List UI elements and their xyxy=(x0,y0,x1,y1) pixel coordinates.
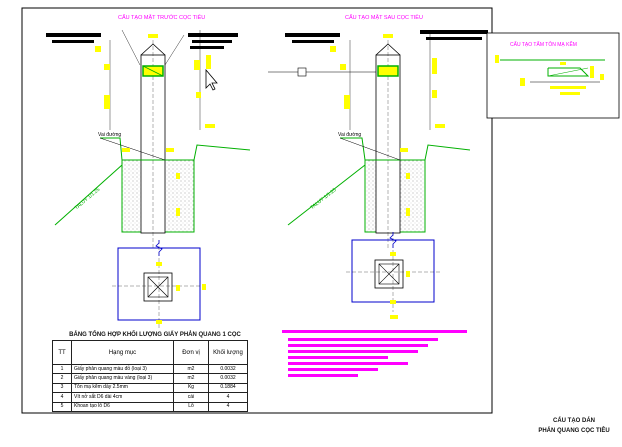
row-item: Giấy phản quang màu vàng (loại 3) xyxy=(71,373,174,384)
row-item: Giấy phản quang màu đỏ (loại 3) xyxy=(71,363,174,375)
table-row: 4 Vít nở sắt D6 dài 4cm cái 4 xyxy=(52,392,248,403)
left-view-title: CẤU TẠO MẶT TRƯỚC CỌC TIÊU xyxy=(118,15,206,21)
left-plan-view xyxy=(112,240,206,330)
left-vai-duong-label: Vai đường xyxy=(98,132,122,138)
table-row: 3 Tôn mạ kẽm dày 2.5mm Kg 0.1884 xyxy=(52,382,248,394)
right-reflector xyxy=(377,65,399,77)
right-view xyxy=(268,30,488,250)
header-tt: TT xyxy=(52,340,72,365)
left-slope-line xyxy=(54,164,123,226)
mouse-cursor-icon xyxy=(205,68,218,91)
row-item: Khoan tạo lỗ D6 xyxy=(71,401,174,413)
row-item: Tôn mạ kẽm dày 2.5mm xyxy=(71,382,174,394)
right-slope-line xyxy=(287,164,366,226)
sheet-border xyxy=(21,7,493,414)
row-qty: 0.0032 xyxy=(208,363,248,375)
header-unit: Đơn vị xyxy=(173,340,209,365)
title-block: CẤU TẠO DÁN PHẢN QUANG CỌC TIÊU xyxy=(530,417,618,436)
table-header-row: TT Hạng mục Đơn vị Khối lượng xyxy=(52,340,248,365)
row-tt: 5 xyxy=(52,401,72,413)
notes-block xyxy=(282,330,467,377)
row-unit: Lỗ xyxy=(173,401,209,413)
title-block-line1: CẤU TẠO DÁN xyxy=(553,418,595,424)
row-item: Vít nở sắt D6 dài 4cm xyxy=(71,392,174,403)
row-unit: Kg xyxy=(173,382,209,394)
row-unit: cái xyxy=(173,392,209,403)
row-tt: 4 xyxy=(52,392,72,403)
row-tt: 3 xyxy=(52,382,72,394)
row-qty: 4 xyxy=(208,392,248,403)
row-qty: 0.1884 xyxy=(208,382,248,394)
row-tt: 1 xyxy=(52,363,72,375)
header-qty: Khối lượng xyxy=(208,340,248,365)
right-view-title: CẤU TẠO MẶT SAU CỌC TIÊU xyxy=(345,15,423,21)
table-row: 2 Giấy phản quang màu vàng (loại 3) m2 0… xyxy=(52,373,248,384)
table-title: BẢNG TỔNG HỢP KHỐI LƯỢNG GIẤY PHẢN QUANG… xyxy=(69,332,241,338)
row-qty: 0.0032 xyxy=(208,373,248,384)
row-tt: 2 xyxy=(52,373,72,384)
right-vai-duong-label: Vai đường xyxy=(338,132,362,138)
left-view xyxy=(46,29,251,250)
row-unit: m2 xyxy=(173,363,209,375)
right-plan-view xyxy=(346,232,440,319)
break-symbol-icon xyxy=(155,240,163,256)
row-qty: 4 xyxy=(208,401,248,413)
detail-title: CẤU TẠO TẤM TÔN MẠ KẼM xyxy=(510,42,577,48)
title-block-line2: PHẢN QUANG CỌC TIÊU xyxy=(538,427,610,434)
table-row: 5 Khoan tạo lỗ D6 Lỗ 4 xyxy=(52,401,248,413)
detail-box xyxy=(486,32,620,119)
quantity-table: TT Hạng mục Đơn vị Khối lượng 1 Giấy phả… xyxy=(52,340,248,413)
header-item: Hạng mục xyxy=(71,340,174,365)
row-unit: m2 xyxy=(173,373,209,384)
table-row: 1 Giấy phản quang màu đỏ (loại 3) m2 0.0… xyxy=(52,363,248,375)
